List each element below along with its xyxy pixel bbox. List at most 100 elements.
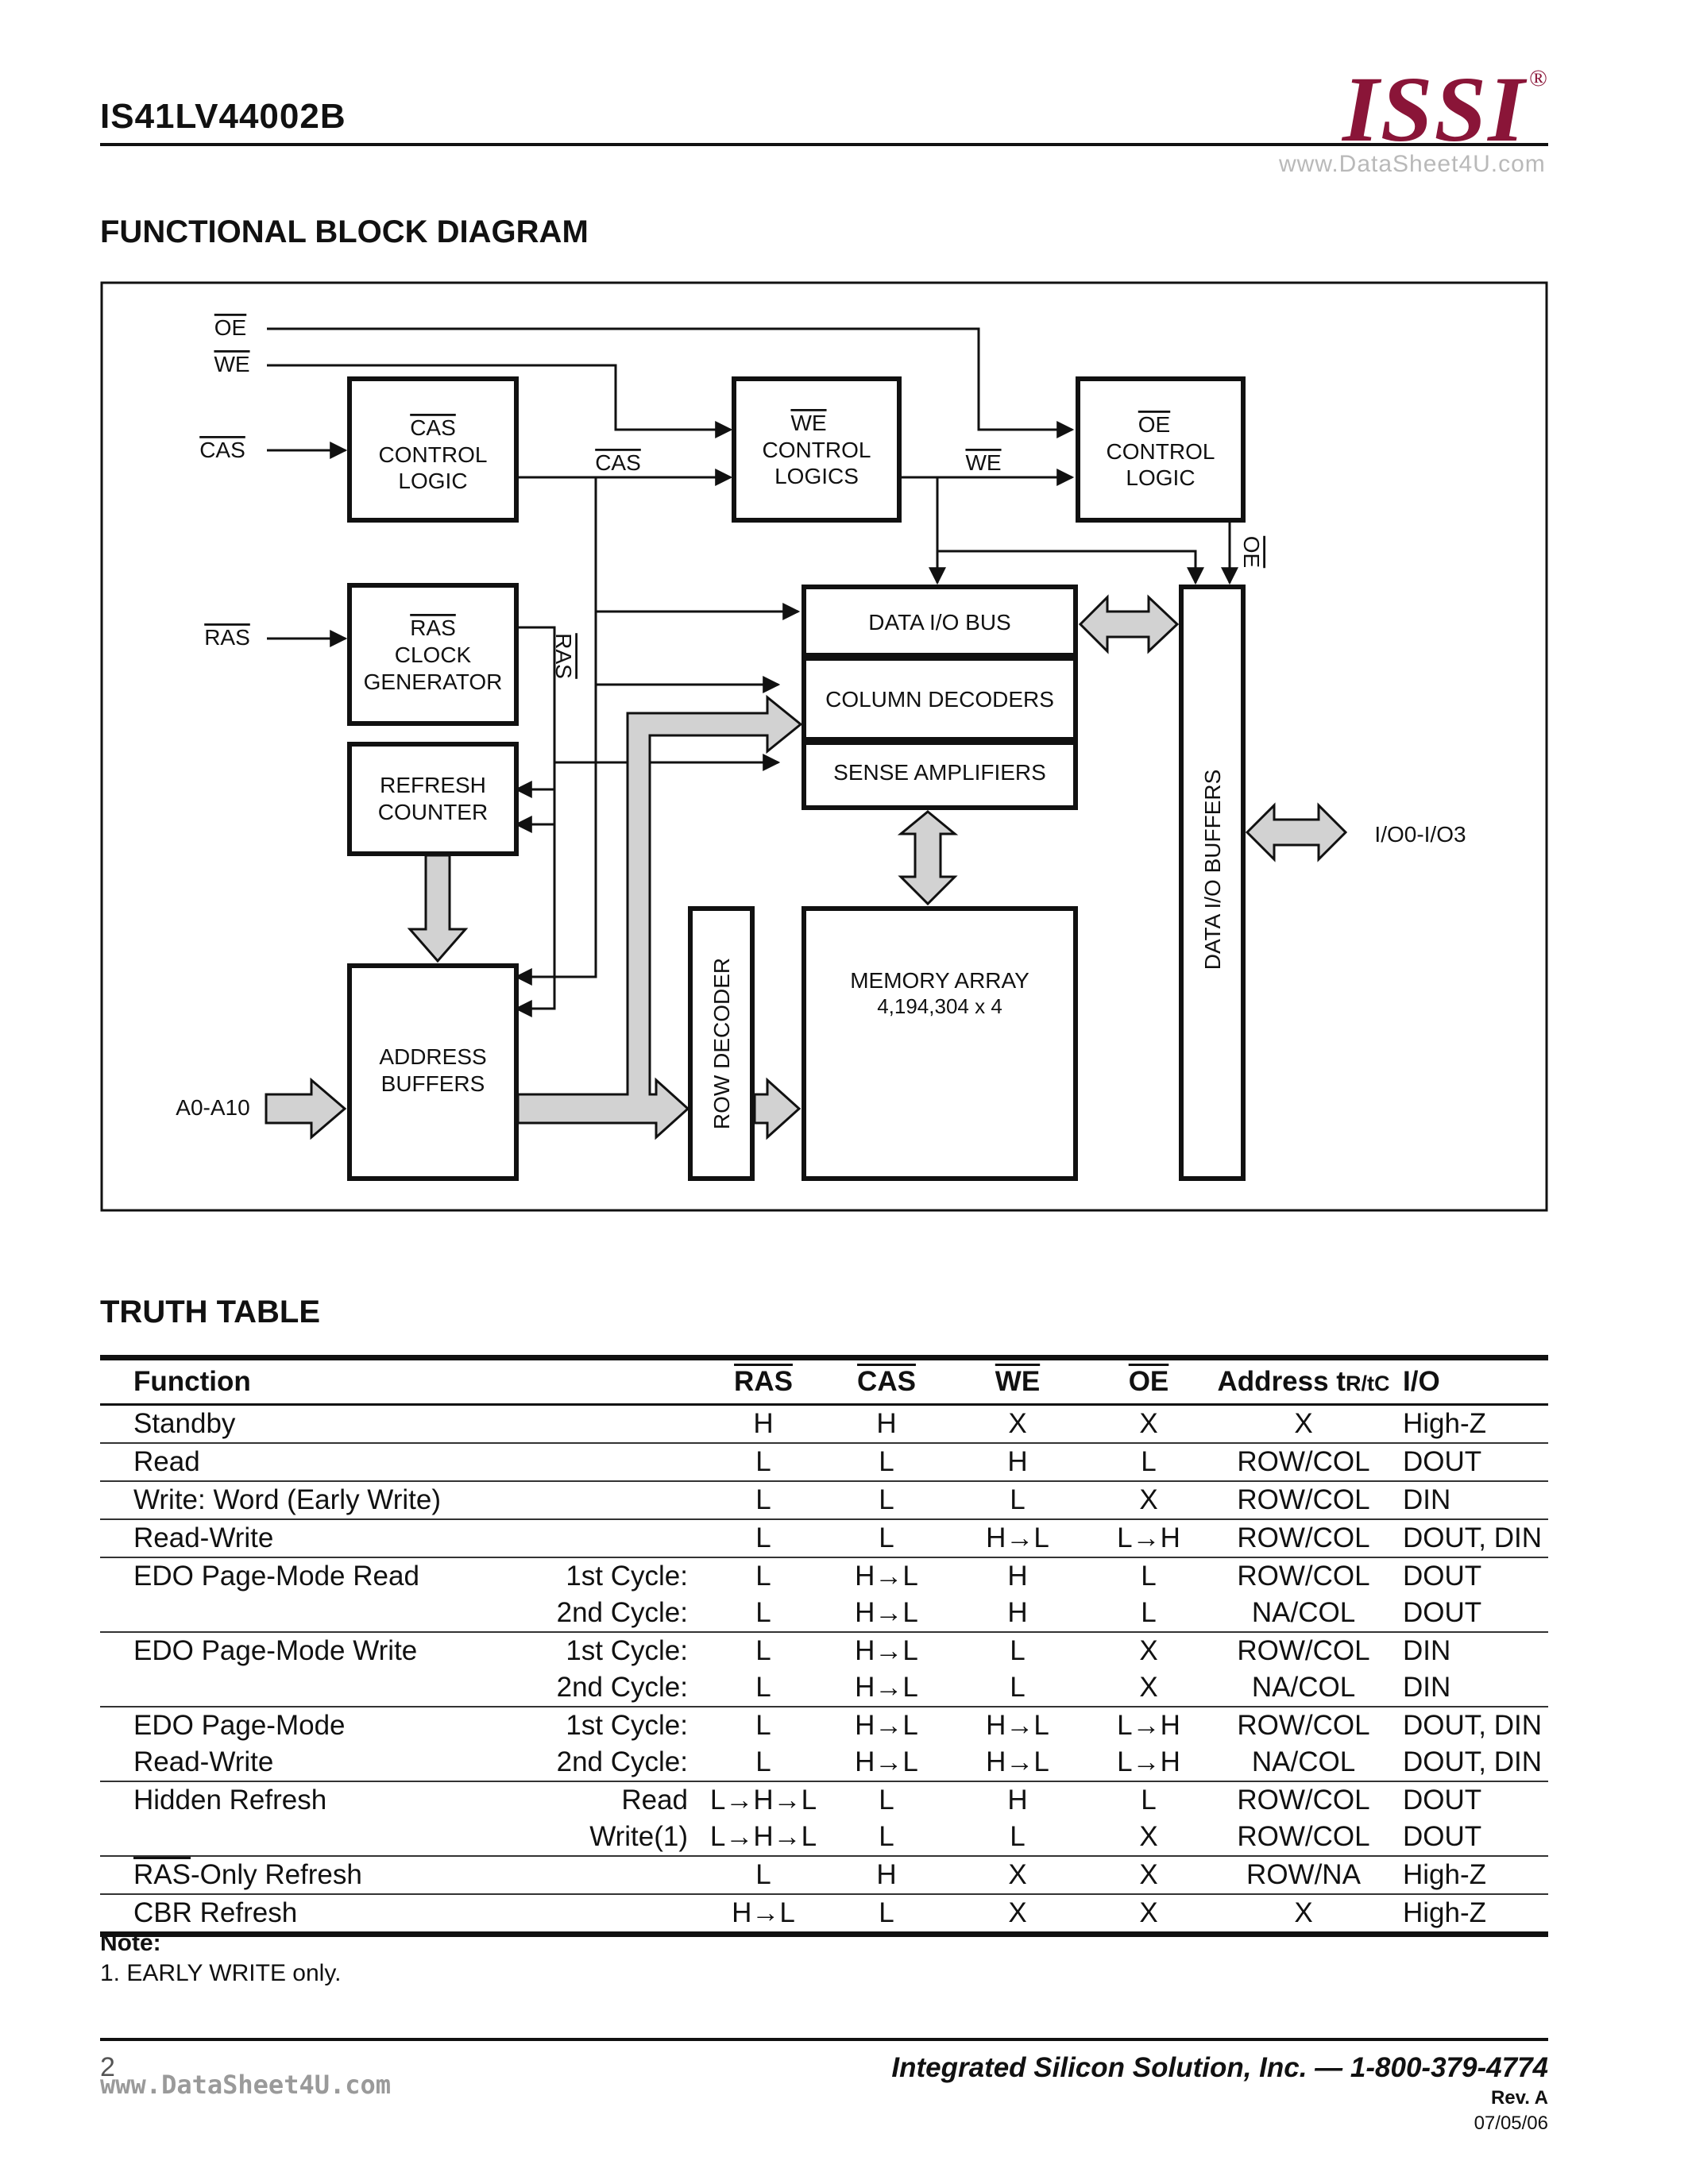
cell-cas: L	[823, 1442, 950, 1481]
cell-we: X	[950, 1893, 1085, 1937]
cell-io: DIN	[1403, 1672, 1451, 1703]
header-address-sub: R/tC	[1345, 1372, 1390, 1395]
cell-ras: L→H→L	[709, 1821, 817, 1852]
cell-cycle: 1st Cycle:	[450, 1706, 704, 1744]
cell-ras: L	[704, 1706, 823, 1744]
header-oe: OE	[1085, 1355, 1212, 1406]
note-text: 1. EARLY WRITE only.	[100, 1960, 342, 1986]
cell-function: EDO Page-Mode	[100, 1706, 450, 1744]
cell-function: Hidden Refresh	[100, 1781, 450, 1819]
diagram-frame	[100, 281, 1548, 1212]
cell-ras: H→L	[704, 1893, 823, 1937]
cell-we: H→L	[950, 1518, 1085, 1557]
ras-clock-line-1: RAS	[410, 615, 456, 640]
cell-address: ROW/COL	[1237, 1821, 1370, 1852]
sense-amplifiers-label: SENSE AMPLIFIERS	[833, 760, 1046, 785]
header-cas: CAS	[823, 1355, 950, 1406]
registered-mark: ®	[1529, 65, 1549, 91]
functional-block-diagram: OE WE CAS RAS A0-A10 I/O0-I/O3 CAS WE RA…	[100, 281, 1548, 1212]
cell-ras: L	[704, 1442, 823, 1481]
cell-ras: H	[753, 1408, 774, 1439]
column-decoders-label: COLUMN DECODERS	[825, 687, 1054, 712]
watermark-bottom[interactable]: www.DataSheet4U.com	[100, 2070, 392, 2100]
data-io-buffers-block	[1179, 585, 1246, 1181]
header-we: WE	[950, 1355, 1085, 1406]
cell-address: ROW/COL	[1212, 1706, 1395, 1744]
ras-overline-text: RAS	[133, 1859, 191, 1890]
row-decoder-block	[688, 906, 755, 1181]
sense-amplifiers-block	[802, 740, 1078, 810]
ras-signal-label: RAS	[204, 625, 250, 650]
cell-io: DIN	[1395, 1631, 1548, 1669]
header-io: I/O	[1395, 1355, 1548, 1406]
cell-function: Write: Word (Early Write)	[100, 1480, 450, 1519]
cell-cycle: 1st Cycle:	[450, 1631, 704, 1669]
cell-oe: X	[1085, 1855, 1212, 1894]
cell-ras: L	[704, 1631, 823, 1669]
oe-signal-label: OE	[214, 315, 246, 340]
cell-we: X	[1008, 1408, 1027, 1439]
cell-cycle	[450, 1518, 704, 1557]
header-ras: RAS	[704, 1355, 823, 1406]
cell-io: High-Z	[1403, 1408, 1487, 1439]
cell-cycle	[450, 1855, 704, 1894]
cell-address: NA/COL	[1251, 1672, 1356, 1703]
header-function: Function	[100, 1355, 450, 1406]
cell-address: ROW/COL	[1212, 1781, 1395, 1819]
footer-rule	[100, 2038, 1548, 2041]
watermark-top[interactable]: www.DataSheet4U.com	[1279, 151, 1546, 177]
row-decoder-label: ROW DECODER	[709, 958, 734, 1129]
cell-address: ROW/COL	[1212, 1518, 1395, 1557]
cas-signal-label: CAS	[199, 438, 245, 462]
cell-cas: H→L	[855, 1672, 918, 1703]
cell-address: NA/COL	[1251, 1597, 1356, 1628]
cell-io: DOUT	[1403, 1597, 1482, 1628]
cell-cas: L	[879, 1821, 894, 1852]
cell-oe: X	[1085, 1480, 1212, 1519]
cell-address: X	[1294, 1408, 1313, 1439]
cell-we: H	[950, 1557, 1085, 1595]
cell-oe: L	[1141, 1597, 1157, 1628]
cas-control-line-1: CAS	[410, 415, 456, 440]
cell-oe: L→H	[1085, 1518, 1212, 1557]
header-cycle	[450, 1355, 704, 1406]
revision: Rev. A	[1490, 2087, 1548, 2109]
cell-we: H→L	[950, 1706, 1085, 1744]
cell-we: L	[1010, 1672, 1026, 1703]
cell-ras: L	[755, 1597, 771, 1628]
cell-cas: L	[823, 1518, 950, 1557]
oe-line-label: OE	[1239, 536, 1264, 568]
cell-we: H→L	[986, 1746, 1049, 1777]
oe-control-line-3: LOGIC	[1126, 465, 1195, 490]
cell-cas: H	[823, 1855, 950, 1894]
cell-ras: L	[704, 1518, 823, 1557]
cell-oe: X	[1139, 1821, 1158, 1852]
cell-oe: L	[1085, 1442, 1212, 1481]
cell-cas: H	[876, 1408, 897, 1439]
cell-we: H	[1007, 1597, 1028, 1628]
sense-memory-arrow	[897, 810, 959, 906]
cell-io: DOUT	[1395, 1442, 1548, 1481]
row-decoder-arrow	[753, 1077, 802, 1140]
we-control-block	[732, 376, 902, 523]
ras-clock-line-2: CLOCK	[395, 642, 472, 667]
cell-function	[100, 1595, 450, 1632]
cell-cas: H→L	[823, 1631, 950, 1669]
cell-io: DOUT	[1403, 1821, 1482, 1852]
memory-array-block	[802, 906, 1078, 1181]
oe-control-line-2: CONTROL	[1107, 439, 1215, 464]
address-bus-arrow	[516, 694, 803, 1140]
cell-cycle: 1st Cycle:	[450, 1557, 704, 1595]
cell-oe: L→H	[1085, 1706, 1212, 1744]
column-decoders-block	[802, 656, 1078, 742]
cell-oe: X	[1085, 1893, 1212, 1937]
cell-function	[100, 1819, 450, 1856]
refresh-counter-line-2: COUNTER	[378, 800, 488, 824]
issi-logo: ISSI®	[1342, 56, 1549, 164]
page-number: 2	[100, 2052, 115, 2082]
we-control-line-3: LOGICS	[774, 464, 859, 488]
